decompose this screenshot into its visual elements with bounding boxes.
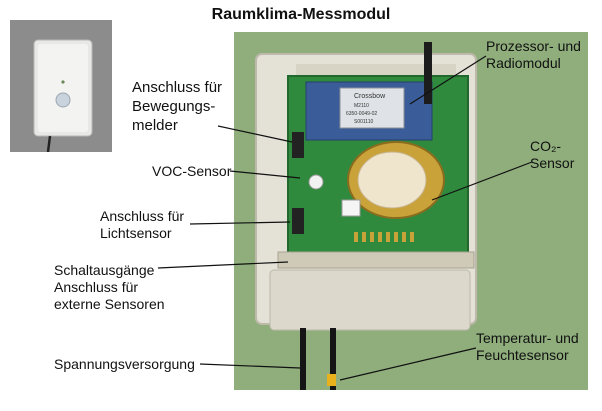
label-temperatur-feuchtesensor: Temperatur- und Feuchtesensor xyxy=(476,330,579,363)
page-title: Raumklima-Messmodul xyxy=(211,6,391,23)
leader-lichtsensor xyxy=(189,221,291,225)
label-schaltausgaenge: Schaltausgänge Anschluss für externe Sen… xyxy=(54,262,165,312)
chip-model: M2110 xyxy=(354,103,369,109)
leader-voc xyxy=(229,170,301,179)
device-thumbnail xyxy=(10,20,112,153)
module-photo: Crossbow M2110 6350-0049-02 S001110 xyxy=(234,32,588,390)
leader-temp xyxy=(339,347,477,381)
label-anschluss-lichtsensor: Anschluss für Lichtsensor xyxy=(100,208,185,241)
leader-prozessor xyxy=(409,55,487,105)
chip-brand: Crossbow xyxy=(354,93,386,100)
leader-spannung xyxy=(199,363,301,369)
label-anschluss-bewegungsmelder: Anschluss für Bewegungs- melder xyxy=(132,79,223,134)
chip-code: S001110 xyxy=(354,119,373,125)
leader-bewegungsmelder xyxy=(217,125,293,143)
leader-schalt xyxy=(157,261,289,269)
label-co2-sensor: CO₂- Sensor xyxy=(530,138,575,171)
label-voc-sensor: VOC-Sensor xyxy=(152,163,232,179)
label-prozessor-radiomodul: Prozessor- und Radiomodul xyxy=(486,38,581,71)
label-spannungsversorgung: Spannungsversorgung xyxy=(54,356,195,372)
leader-co2 xyxy=(431,161,533,201)
chip-serial: 6350-0049-02 xyxy=(346,111,377,117)
